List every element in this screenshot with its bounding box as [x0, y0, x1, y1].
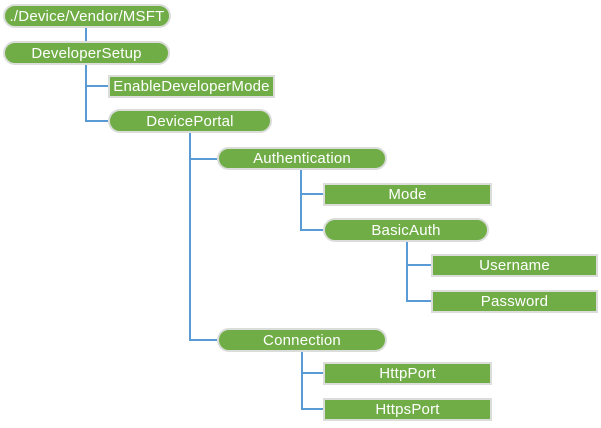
node-basic-auth: BasicAuth [323, 218, 489, 242]
connector-branch-mode [300, 193, 323, 195]
node-https-port: HttpsPort [323, 398, 492, 421]
connector-branch-username [406, 264, 431, 266]
node-device-vendor-msft: ./Device/Vendor/MSFT [3, 4, 171, 28]
node-device-portal: DevicePortal [108, 109, 272, 133]
connector-authentication-trunk [300, 170, 302, 231]
connector-developersetup-trunk [85, 65, 87, 122]
node-username: Username [431, 254, 598, 277]
connector-branch-enabledevelopermode [85, 85, 108, 87]
connector-branch-authentication [189, 158, 217, 160]
connector-deviceportal-trunk [189, 133, 191, 341]
connector-branch-connection [189, 339, 217, 341]
connector-branch-httpsport [301, 408, 323, 410]
node-http-port: HttpPort [323, 362, 492, 385]
node-connection: Connection [217, 328, 387, 352]
connector-branch-httpport [301, 372, 323, 374]
node-password: Password [431, 290, 598, 313]
node-developer-setup: DeveloperSetup [3, 41, 170, 65]
connector-connection-trunk [301, 352, 303, 410]
connector-root-developersetup [85, 28, 87, 41]
connector-branch-password [406, 300, 431, 302]
connector-branch-basicauth [300, 229, 323, 231]
node-authentication: Authentication [217, 147, 387, 170]
node-enable-developer-mode: EnableDeveloperMode [108, 75, 275, 98]
connector-basicauth-trunk [406, 242, 408, 302]
connector-branch-deviceportal [85, 120, 108, 122]
node-mode: Mode [323, 183, 492, 206]
